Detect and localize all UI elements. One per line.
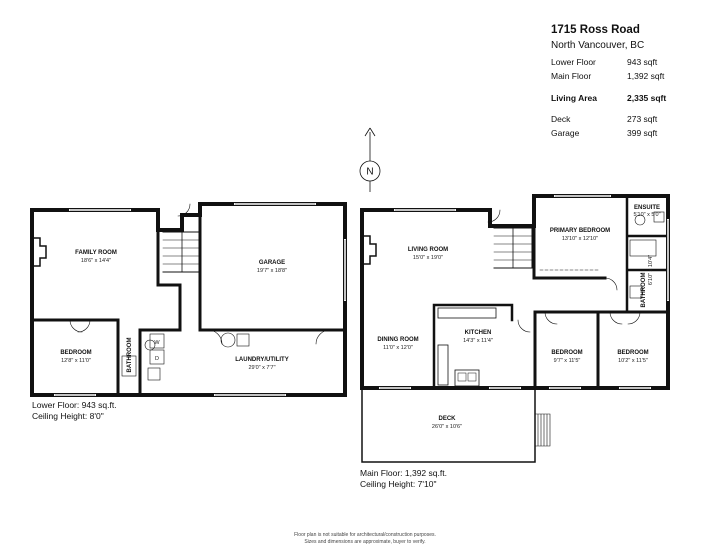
room-name-ensuite: ENSUITE [634,205,660,211]
room-name-living-room: LIVING ROOM [408,247,448,253]
area-value-deck: 273 sqft [627,114,658,124]
washer-label: W [154,340,160,346]
main-floor-plan [360,194,670,463]
room-dims-living-room: 15'0" x 19'0" [413,255,443,261]
property-address: 1715 Ross Road [551,24,640,36]
disclaimer: Floor plan is not suitable for architect… [220,532,510,546]
area-value-living-area: 2,335 sqft [627,93,667,103]
room-name-bedroom-2: BEDROOM [551,350,582,356]
disclaimer-line-1: Floor plan is not suitable for architect… [294,532,436,538]
room-name-bedroom-3: BEDROOM [617,350,648,356]
room-dims-dining-room: 11'0" x 12'0" [383,345,413,351]
room-dims-ensuite: 5'10" x 5'0" [633,212,660,218]
main-floor-note: Main Floor: 1,392 sq.ft. Ceiling Height:… [360,468,447,490]
area-value-garage: 399 sqft [627,128,658,138]
area-label-lower-floor: Lower Floor [551,57,596,67]
area-value-lower-floor: 943 sqft [627,57,658,67]
room-dims-deck: 26'0" x 10'6" [432,424,462,430]
lower-floor-area-note: Lower Floor: 943 sq.ft. [32,400,117,410]
room-name-lower-bedroom: BEDROOM [60,350,91,356]
room-name-kitchen: KITCHEN [465,330,492,336]
room-name-lower-bathroom: BATHROOM [127,338,133,373]
room-dims-primary-bedroom: 13'10" x 12'10" [562,236,598,242]
room-name-main-bathroom: BATHROOM [641,273,647,308]
area-label-living-area: Living Area [551,93,597,103]
main-floor-ceiling-note: Ceiling Height: 7'10" [360,479,437,489]
room-name-laundry: LAUNDRY/UTILITY [235,357,288,363]
room-dims-garage: 19'7" x 18'8" [257,268,287,274]
room-dims-main-bathroom: 6'10" x 10'4" [648,255,654,285]
dryer-label: D [155,356,159,362]
room-name-primary-bedroom: PRIMARY BEDROOM [550,228,610,234]
room-name-dining-room: DINING ROOM [377,337,418,343]
room-name-deck: DECK [438,416,456,422]
room-dims-laundry: 29'0" x 7'7" [248,365,275,371]
lower-floor-plan [30,202,347,397]
room-dims-lower-bedroom: 12'8" x 11'0" [61,358,91,364]
room-dims-bedroom-3: 10'2" x 11'5" [618,358,648,364]
room-name-garage: GARAGE [259,260,285,266]
area-label-main-floor: Main Floor [551,71,592,81]
lower-floor-ceiling-note: Ceiling Height: 8'0" [32,411,104,421]
disclaimer-line-2: Sizes and dimensions are approximate, bu… [304,539,426,545]
compass-label: N [366,167,373,178]
north-arrow-icon: N [359,127,381,192]
room-name-family-room: FAMILY ROOM [75,250,117,256]
room-dims-kitchen: 14'3" x 11'4" [463,338,493,344]
lower-floor-note: Lower Floor: 943 sq.ft. Ceiling Height: … [32,400,117,422]
area-label-deck: Deck [551,114,571,124]
area-label-garage: Garage [551,128,580,138]
area-value-main-floor: 1,392 sqft [627,71,665,81]
property-city: North Vancouver, BC [551,40,645,51]
room-dims-bedroom-2: 9'7" x 11'5" [554,358,581,364]
room-dims-family-room: 18'6" x 14'4" [81,258,111,264]
main-floor-area-note: Main Floor: 1,392 sq.ft. [360,468,447,478]
